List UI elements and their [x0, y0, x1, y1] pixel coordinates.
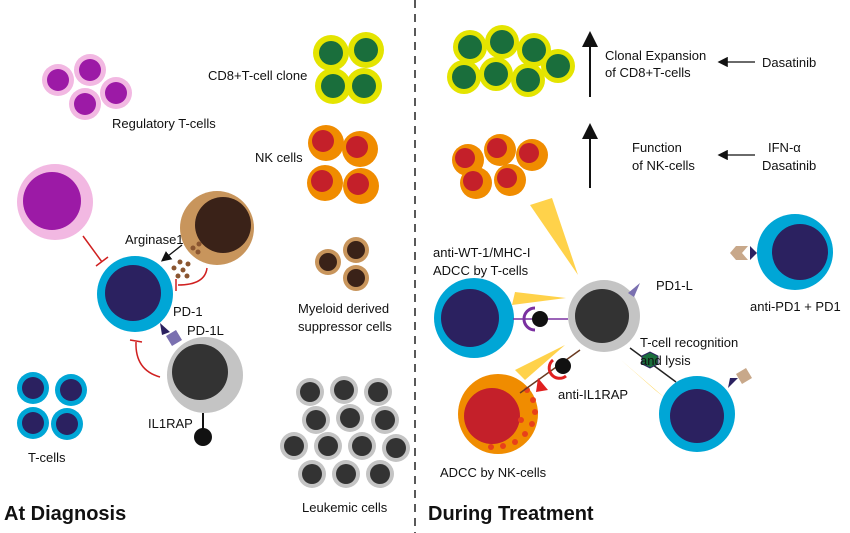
- leukemic-target-cell: [568, 280, 640, 352]
- inhibition-arrow: [129, 339, 161, 378]
- label-myeloid-2: suppressor cells: [298, 319, 392, 334]
- leukemic-cell: [296, 378, 324, 406]
- label-ifn: IFN-α: [768, 140, 801, 155]
- leukemic-cell: [330, 376, 358, 404]
- t-cell: [17, 407, 49, 439]
- label-tcell-rec-2: and lysis: [640, 353, 691, 368]
- treg-cell: [100, 77, 132, 109]
- mdsc-cell: [315, 249, 341, 275]
- nk-activated-group: [452, 134, 548, 199]
- mdsc-cell-large: [180, 191, 254, 265]
- t-cell: [51, 408, 83, 440]
- label-wt1-2: ADCC by T-cells: [433, 263, 529, 278]
- label-arginase1: Arginase1: [125, 232, 184, 247]
- label-leukemic-cells: Leukemic cells: [302, 500, 388, 515]
- inhibition-arrow: [175, 267, 208, 291]
- treg-cell: [42, 64, 74, 96]
- label-myeloid-1: Myeloid derived: [298, 301, 389, 316]
- inhibition-arrow: [82, 235, 109, 267]
- t-cell-lysis: [659, 376, 735, 452]
- nk-cell: [343, 168, 379, 204]
- anti-wt1-antibody-icon: [522, 306, 536, 332]
- cd8-cell: [315, 68, 351, 104]
- regulatory-t-cells-group: [42, 54, 132, 120]
- label-anti-pd1: anti-PD1 + PD1: [750, 299, 841, 314]
- arginase-arrow: [160, 244, 183, 262]
- pd1l-ligand-icon: [628, 283, 640, 297]
- nk-cell: [308, 125, 344, 161]
- anti-il1rap-antibody-icon: [547, 358, 567, 380]
- nk-cell-adcc: [458, 374, 538, 454]
- leukemic-cells-group: [280, 376, 410, 488]
- pd1-receptor-icon: [160, 323, 170, 335]
- label-adcc-nk: ADCC by NK-cells: [440, 465, 547, 480]
- label-regulatory-t-cells: Regulatory T-cells: [112, 116, 216, 131]
- pd1-receptor-icon: [750, 246, 757, 260]
- nk-cell: [307, 165, 343, 201]
- leukemic-cell: [366, 460, 394, 488]
- leukemic-cell: [336, 404, 364, 432]
- cd8-cell: [313, 35, 349, 71]
- leukemic-cell: [382, 434, 410, 462]
- t-cell-wt1: [434, 278, 514, 358]
- t-cell-central: [97, 256, 173, 332]
- wt1-antigen-icon: [532, 311, 548, 327]
- leukemic-cell-large: [167, 337, 243, 413]
- mdsc-cell: [343, 265, 369, 291]
- t-cell-anti-pd1: [757, 214, 833, 290]
- leukemic-cell: [364, 378, 392, 406]
- leukemic-cell: [302, 406, 330, 434]
- il1rap-receptor-icon: [194, 428, 212, 446]
- cytotoxic-signals: [512, 198, 665, 398]
- fc-receptor-icon: [536, 378, 548, 392]
- mdsc-cells-group: [315, 237, 369, 291]
- label-anti-il1rap: anti-IL1RAP: [558, 387, 628, 402]
- leukemic-cell: [314, 432, 342, 460]
- leukemic-cell: [280, 432, 308, 460]
- nk-cell: [342, 131, 378, 167]
- mhc-antigen-icon: [641, 351, 659, 369]
- label-nk-cells: NK cells: [255, 150, 303, 165]
- cd8-cell: [348, 32, 384, 68]
- title-at-diagnosis: At Diagnosis: [4, 503, 126, 525]
- label-pd1: PD-1: [173, 304, 203, 319]
- label-cd8-clone: CD8+T-cell clone: [208, 68, 307, 83]
- label-function-1: Function: [632, 140, 682, 155]
- treg-cell: [74, 54, 106, 86]
- label-clonal-1: Clonal Expansion: [605, 48, 706, 63]
- nk-cells-group: [307, 125, 379, 204]
- il1rap-receptor-icon: [555, 358, 571, 374]
- anti-pd1-antibody-icon: [730, 246, 748, 260]
- label-wt1-1: anti-WT-1/MHC-I: [433, 245, 531, 260]
- cd8-cell: [346, 68, 382, 104]
- cd8-cells-group: [313, 32, 384, 104]
- cd8-expanded-group: [447, 25, 575, 97]
- leukemic-cell: [348, 432, 376, 460]
- pd1-receptor-icon: [728, 378, 738, 388]
- label-tcell-rec-1: T-cell recognition: [640, 335, 738, 350]
- leukemic-cell: [332, 460, 360, 488]
- t-cells-group: [17, 372, 87, 440]
- arginase-granules: [171, 241, 202, 279]
- label-il1rap: IL1RAP: [148, 416, 193, 431]
- label-pd1l: PD-1L: [187, 323, 224, 338]
- label-dasatinib-2: Dasatinib: [762, 158, 816, 173]
- pd1l-ligand-icon: [166, 330, 182, 346]
- label-pd1l-right: PD1-L: [656, 278, 693, 293]
- leukemic-cell: [371, 406, 399, 434]
- treg-cell-large: [17, 164, 93, 240]
- label-dasatinib-1: Dasatinib: [762, 55, 816, 70]
- t-cell: [17, 372, 49, 404]
- anti-pd1-antibody-icon: [736, 368, 752, 384]
- mdsc-cell: [343, 237, 369, 263]
- label-clonal-2: of CD8+T-cells: [605, 65, 691, 80]
- t-cell: [55, 374, 87, 406]
- label-function-2: of NK-cells: [632, 158, 695, 173]
- label-t-cells: T-cells: [28, 450, 66, 465]
- leukemic-cell: [298, 460, 326, 488]
- treg-cell: [69, 88, 101, 120]
- title-during-treatment: During Treatment: [428, 503, 594, 525]
